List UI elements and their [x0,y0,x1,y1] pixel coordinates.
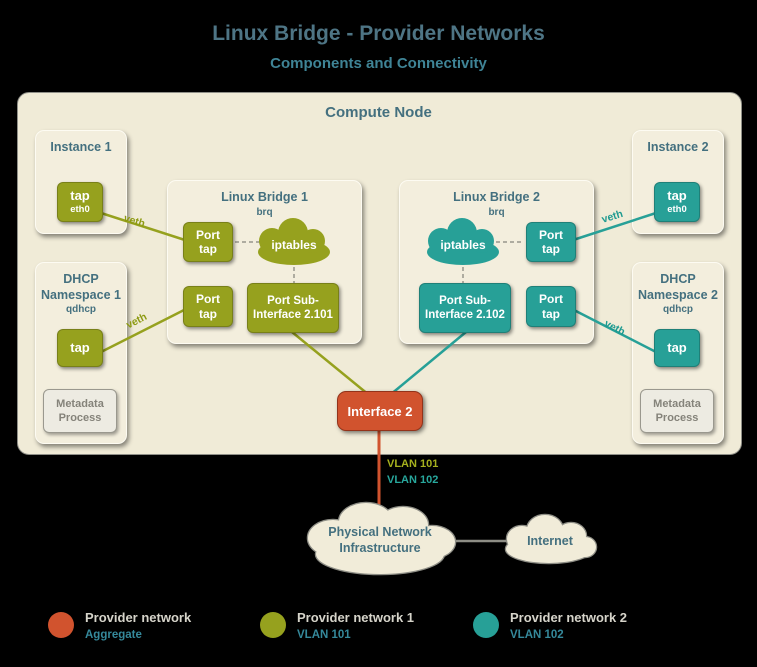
legend-text-provider-2: Provider network 2 VLAN 102 [510,610,627,641]
metadata-process-1: Metadata Process [43,389,117,433]
page-title: Linux Bridge - Provider Networks [212,22,545,45]
bridge-2-port-tap-bottom: Port tap [526,286,576,327]
legend-label-aggregate: Provider network [85,610,192,625]
dhcp-namespace-2-process: qdhcp [663,304,693,316]
dhcp-2-tap-node: tap [654,329,700,367]
legend-sublabel-aggregate: Aggregate [85,629,142,641]
instance-1-title: Instance 1 [50,140,112,154]
provider-1-lines [100,211,370,396]
iptables-dashed-connectors [235,241,524,285]
interface-2-node: Interface 2 [337,391,423,431]
veth-line-dhcp2 [569,306,657,354]
dhcp-namespace-2-title: DHCP Namespace 2 [638,272,718,302]
iptables-1-label: iptables [271,238,317,252]
iptables-2-label: iptables [440,238,486,252]
dhcp-namespace-1-process: qdhcp [66,304,96,316]
dhcp-1-tap-label: tap [70,339,90,355]
linux-bridge-2-process: brq [488,206,505,218]
instance-2-eth0-label: eth0 [667,203,687,215]
legend-sublabel-provider-1: VLAN 101 [297,629,351,641]
veth-line-instance1 [100,211,189,243]
instance-2-tap-node: tap eth0 [654,182,700,222]
dhcp-2-tap-label: tap [667,339,687,355]
instance-2-tap-label: tap [667,188,687,204]
provider-2-lines [389,211,657,396]
veth-line-instance2 [569,211,657,243]
legend-item-aggregate: Provider network Aggregate [48,610,191,641]
page-subtitle: Components and Connectivity [270,55,487,72]
internet-label: Internet [527,534,573,548]
instance-1-tap-node: tap eth0 [57,182,103,222]
bridge-1-port-tap-top: Port tap [183,222,233,262]
legend-swatch-provider-2 [473,612,499,638]
legend-text-provider-1: Provider network 1 VLAN 101 [297,610,414,641]
legend-item-provider-1: Provider network 1 VLAN 101 [260,610,414,641]
legend-swatch-aggregate [48,612,74,638]
legend-item-provider-2: Provider network 2 VLAN 102 [473,610,627,641]
physical-network-label: Physical Network Infrastructure [328,525,432,556]
legend-swatch-provider-1 [260,612,286,638]
metadata-process-2: Metadata Process [640,389,714,433]
vlan-101-label: VLAN 101 [387,458,439,470]
iptables-cloud-1 [258,218,330,265]
linux-bridge-1-process: brq [256,206,273,218]
bridge-2-sub-interface: Port Sub-Interface 2.102 [419,283,511,333]
bridge-1-sub-interface: Port Sub-Interface 2.101 [247,283,339,333]
subif-101-line [291,331,370,396]
iptables-cloud-2 [427,218,499,265]
instance-1-eth0-label: eth0 [70,203,90,215]
linux-bridge-1-title: Linux Bridge 1 [221,190,308,204]
legend-text-aggregate: Provider network Aggregate [85,610,191,641]
legend-label-provider-1: Provider network 1 [297,610,415,625]
dhcp-namespace-1-title: DHCP Namespace 1 [41,272,121,302]
vlan-102-label: VLAN 102 [387,474,439,486]
instance-2-title: Instance 2 [647,140,709,154]
bridge-2-port-tap-top: Port tap [526,222,576,262]
compute-node-label: Compute Node [325,104,432,121]
legend-label-provider-2: Provider network 2 [510,610,628,625]
dhcp-1-tap-node: tap [57,329,103,367]
bridge-1-port-tap-bottom: Port tap [183,286,233,327]
legend-sublabel-provider-2: VLAN 102 [510,629,564,641]
instance-1-tap-label: tap [70,188,90,204]
subif-102-line [389,331,467,396]
linux-bridge-2-title: Linux Bridge 2 [453,190,540,204]
veth-line-dhcp1 [100,306,189,354]
